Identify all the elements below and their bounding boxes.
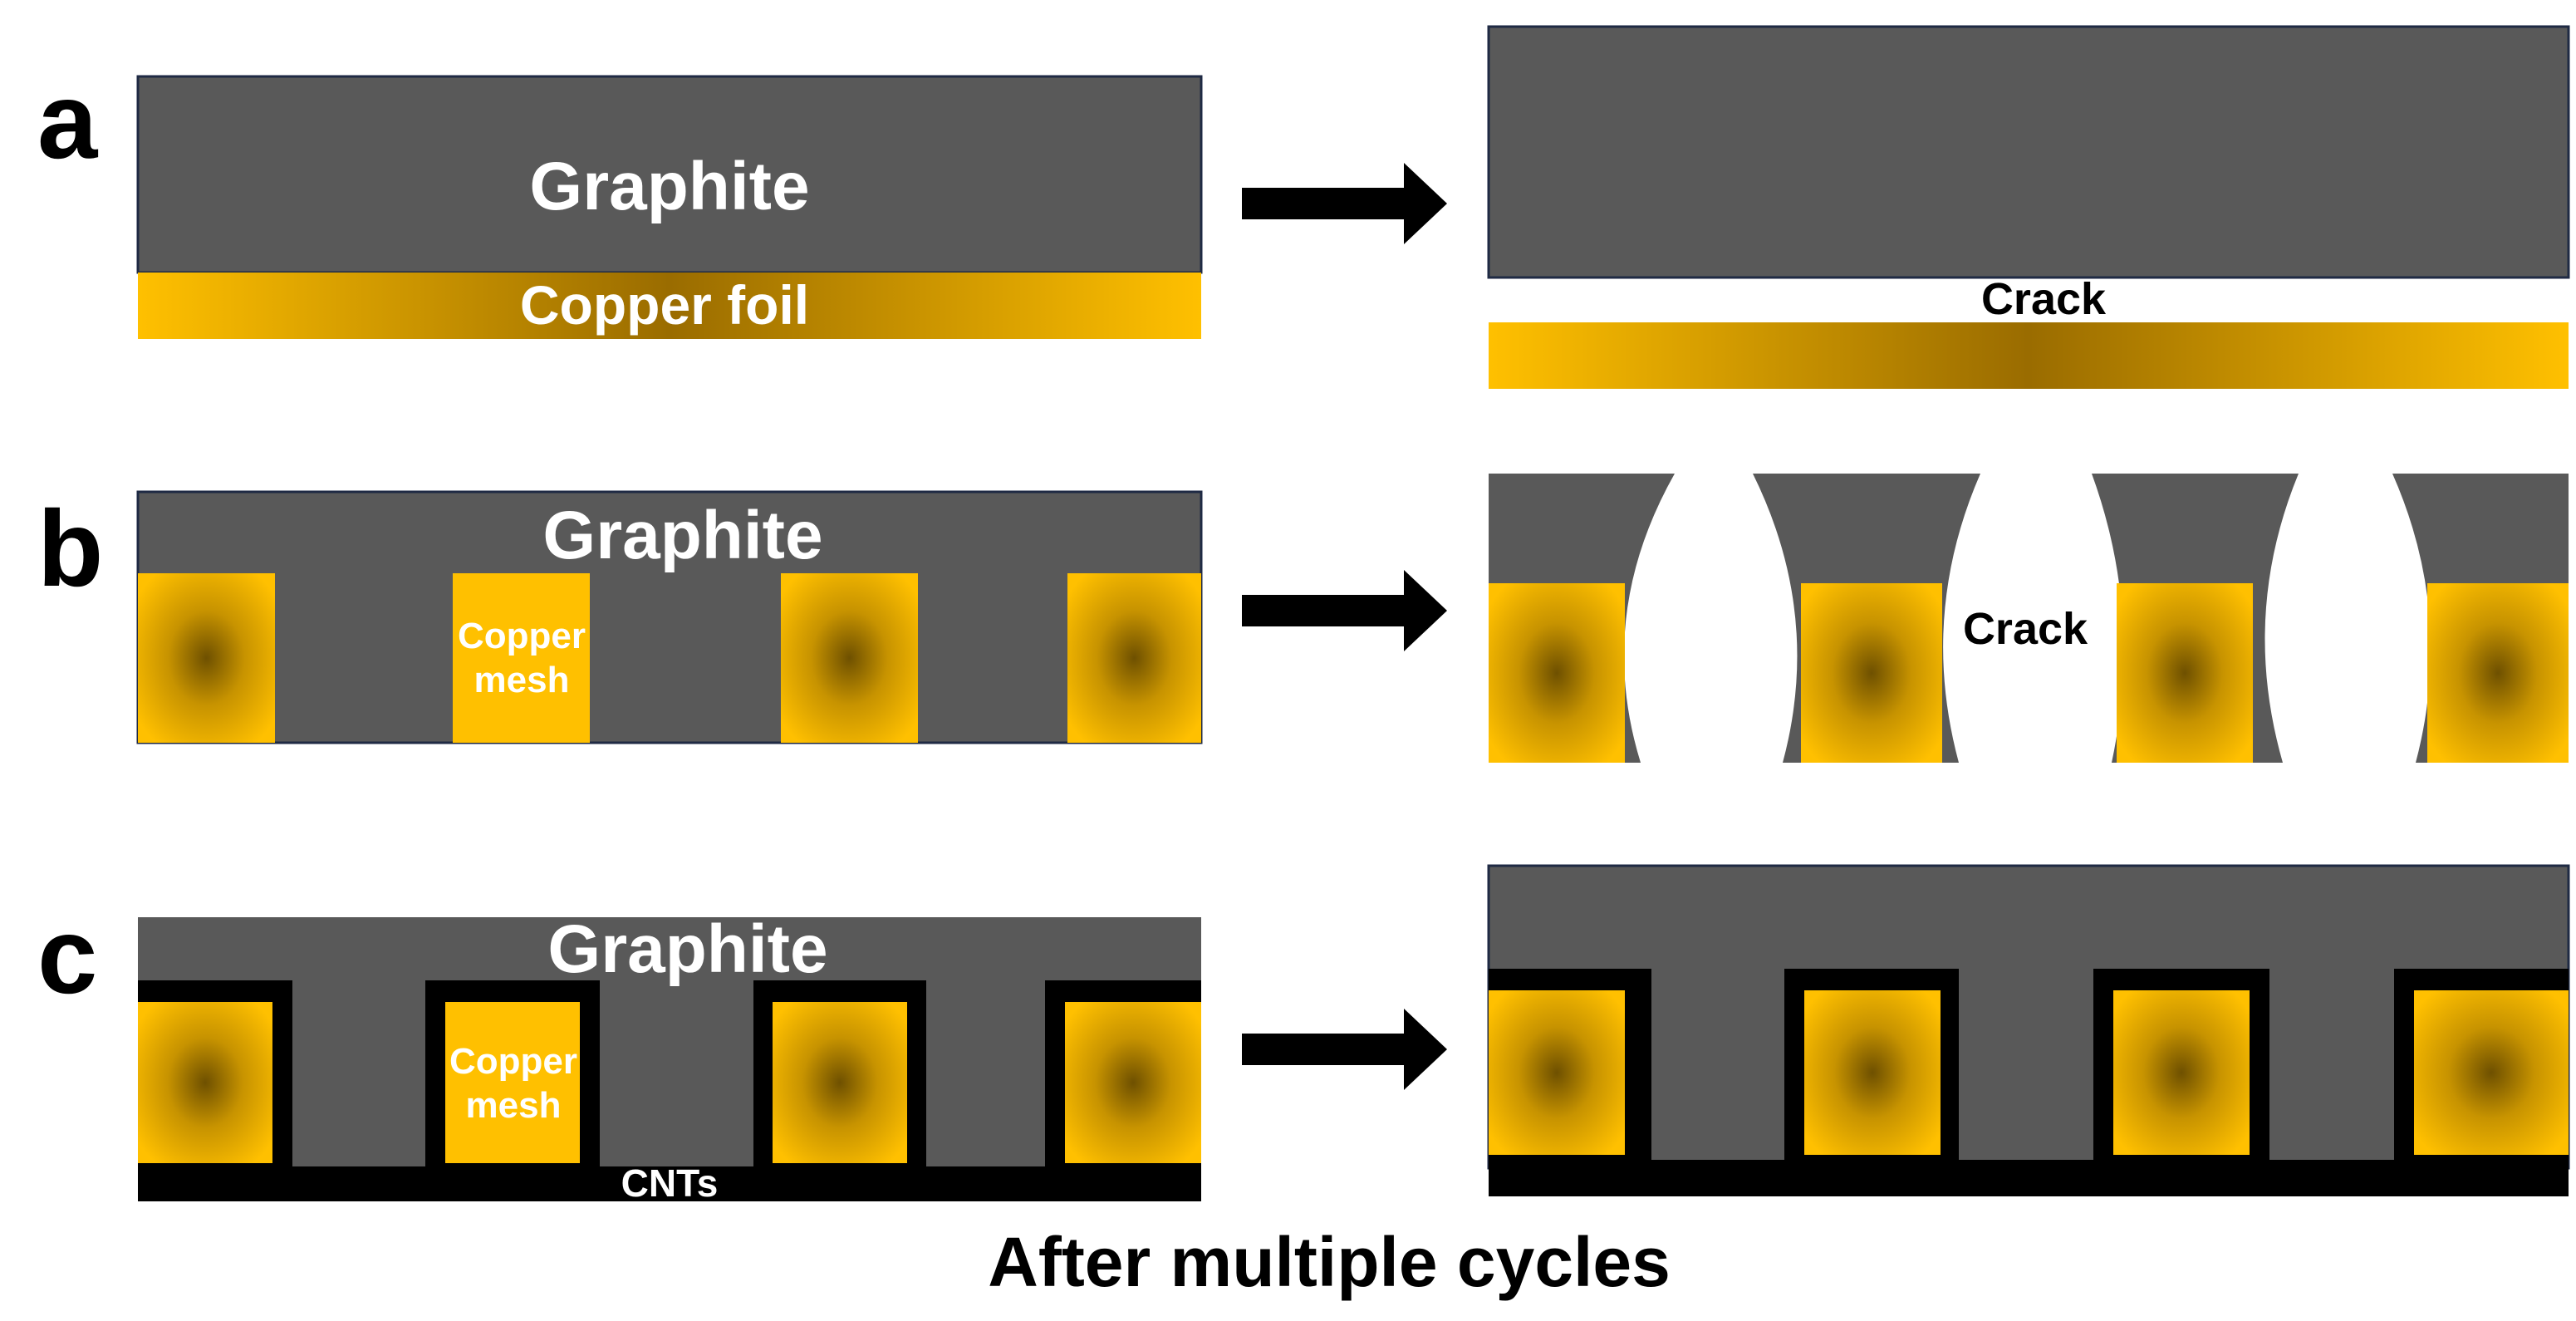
copper-mesh-strand	[2427, 583, 2569, 763]
cnt-base-layer	[1489, 1160, 2569, 1196]
copper-mesh-strand	[781, 573, 918, 743]
copper-mesh-strand	[773, 1002, 907, 1163]
graphite-label: Graphite	[529, 149, 809, 224]
copper-mesh-strand	[138, 573, 275, 743]
graphite-layer	[136, 75, 1203, 274]
panel-a-after: Crack	[1487, 25, 2570, 389]
graphite-layer-detached	[1487, 25, 2570, 279]
copper-mesh-strand	[453, 573, 590, 743]
graphite-label: Graphite	[547, 911, 827, 987]
copper-foil-detached	[1489, 322, 2569, 389]
copper-mesh-strand	[2414, 990, 2569, 1155]
copper-mesh-strand	[1067, 573, 1201, 743]
copper-mesh-strand	[1065, 1002, 1201, 1163]
copper-foil-label: Copper foil	[520, 274, 809, 336]
copper-mesh-strand	[1489, 583, 1625, 763]
caption: After multiple cycles	[988, 1223, 1671, 1301]
graphite-label: Graphite	[542, 498, 822, 573]
copper-mesh-strand	[1489, 990, 1625, 1155]
panel-b-letter: b	[37, 488, 103, 609]
graphite-layer-intact	[1487, 864, 2570, 1170]
copper-foil	[138, 273, 1201, 339]
copper-mesh-strand	[1804, 990, 1941, 1155]
cnt-label: CNTs	[621, 1161, 719, 1205]
crack-label: Crack	[1963, 604, 2088, 654]
panel-a-letter: a	[37, 60, 99, 181]
copper-mesh-strand	[445, 1002, 580, 1163]
panel-b-after: Crack	[1489, 474, 2569, 763]
graphite-layer	[138, 917, 1201, 1166]
copper-mesh-label-line1: Copper	[449, 1041, 577, 1082]
panel-b: b Graphite Copper mesh Crack	[37, 474, 2569, 763]
copper-mesh-strand	[2117, 583, 2253, 763]
panel-c: c Graphite Copper mesh CNTs	[37, 864, 2570, 1205]
copper-mesh-strand	[2113, 990, 2250, 1155]
copper-mesh-label-line1: Copper	[458, 616, 586, 656]
copper-mesh-strand	[1801, 583, 1942, 763]
cnt-base-layer	[138, 1166, 1201, 1201]
panel-a: a Graphite Copper foil Crack	[37, 25, 2570, 389]
arrow-b	[1242, 570, 1447, 651]
copper-mesh-label-line2: mesh	[474, 660, 570, 700]
panel-c-before: Graphite Copper mesh CNTs	[138, 911, 1201, 1205]
graphite-layer	[136, 490, 1203, 744]
panel-c-letter: c	[37, 895, 97, 1016]
panel-b-before: Graphite Copper mesh	[136, 490, 1203, 744]
copper-mesh-label-line2: mesh	[466, 1085, 562, 1126]
arrow-c	[1242, 1009, 1447, 1090]
copper-mesh-strand	[138, 1002, 272, 1163]
panel-a-before: Graphite Copper foil	[136, 75, 1203, 339]
crack-label: Crack	[1981, 274, 2107, 324]
arrow-a	[1242, 163, 1447, 244]
panel-c-after	[1487, 864, 2570, 1196]
